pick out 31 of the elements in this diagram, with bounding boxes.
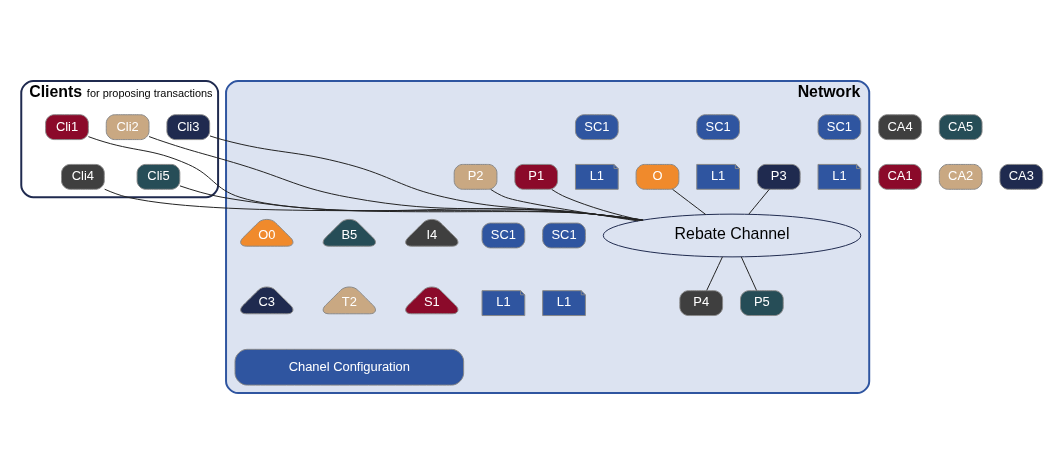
connector [672, 188, 707, 215]
node-box: P3 [756, 163, 801, 190]
node-box: SC1 [696, 113, 740, 140]
connector [551, 188, 642, 221]
node-box: CA1 [878, 163, 922, 190]
node-box: Cli1 [45, 113, 89, 140]
connector [104, 188, 644, 220]
node-box: P1 [514, 163, 559, 190]
node-box: CA3 [999, 163, 1044, 190]
node-box: Cli5 [136, 163, 181, 190]
node-box: SC1 [542, 222, 586, 248]
node-box: CA5 [938, 113, 983, 140]
node-ellipse: Rebate Channel [602, 213, 862, 257]
node-box: Cli3 [166, 113, 211, 140]
node-box: P4 [679, 289, 724, 316]
node-box: Chanel Configuration [234, 348, 465, 386]
connector [490, 188, 639, 221]
node-box: Cli2 [105, 113, 150, 140]
node-box: P2 [453, 163, 498, 190]
node-box: SC1 [481, 222, 526, 248]
node-box: CA2 [938, 163, 983, 190]
node-box: Cli4 [61, 163, 105, 190]
node-box: P5 [740, 289, 784, 316]
node-box: O [635, 163, 680, 190]
connector [706, 255, 723, 291]
connector [179, 184, 644, 221]
connector [748, 188, 770, 215]
connector [740, 255, 757, 291]
node-box: SC1 [817, 113, 862, 140]
node-box: CA4 [878, 113, 922, 140]
node-box: SC1 [574, 113, 619, 140]
